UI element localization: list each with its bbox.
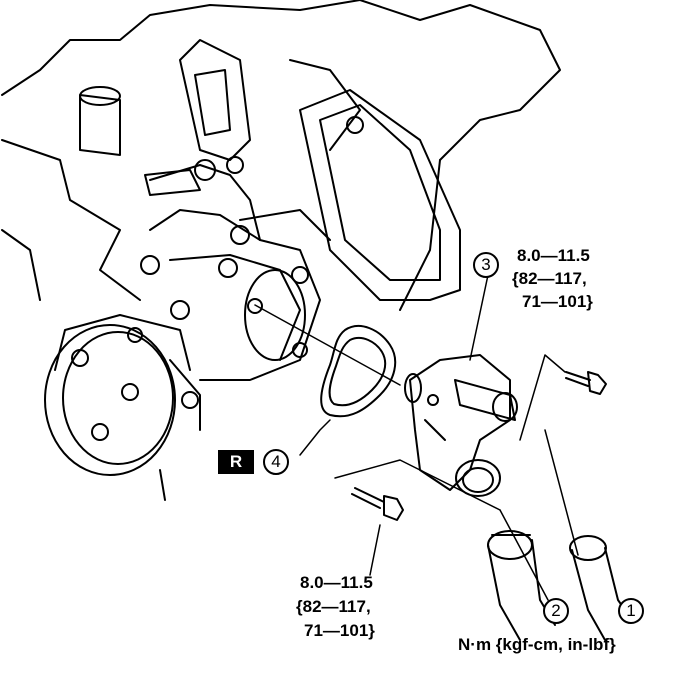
- torque-spec-bottom-line2: {82—117,: [296, 597, 371, 616]
- torque-spec-top-line2: {82—117,: [512, 269, 587, 288]
- callout-1: 1: [618, 598, 644, 624]
- pulley-icon: [44, 314, 201, 476]
- bolt-icon: [351, 487, 404, 521]
- hose-icon: [487, 530, 556, 641]
- torque-spec-top-line3: 71—101}: [522, 292, 593, 311]
- units-note: N·m {kgf-cm, in-lbf}: [458, 635, 616, 654]
- callout-3: 3: [473, 252, 499, 278]
- gasket-icon: [320, 325, 397, 418]
- leader-lines: [299, 274, 579, 601]
- callout-4: 4: [263, 449, 289, 475]
- replace-badge: R: [218, 450, 254, 474]
- bolt-icon: [565, 371, 607, 395]
- torque-spec-top-line1: 8.0—11.5: [517, 246, 590, 265]
- leader-line: [254, 304, 401, 386]
- torque-spec-bottom-line3: 71—101}: [304, 621, 375, 640]
- engine-block-icon: [1, 0, 561, 501]
- callout-2: 2: [543, 598, 569, 624]
- torque-spec-bottom-line1: 8.0—11.5: [300, 573, 373, 592]
- thermostat-housing-icon: [404, 354, 518, 497]
- hose-icon: [569, 535, 633, 641]
